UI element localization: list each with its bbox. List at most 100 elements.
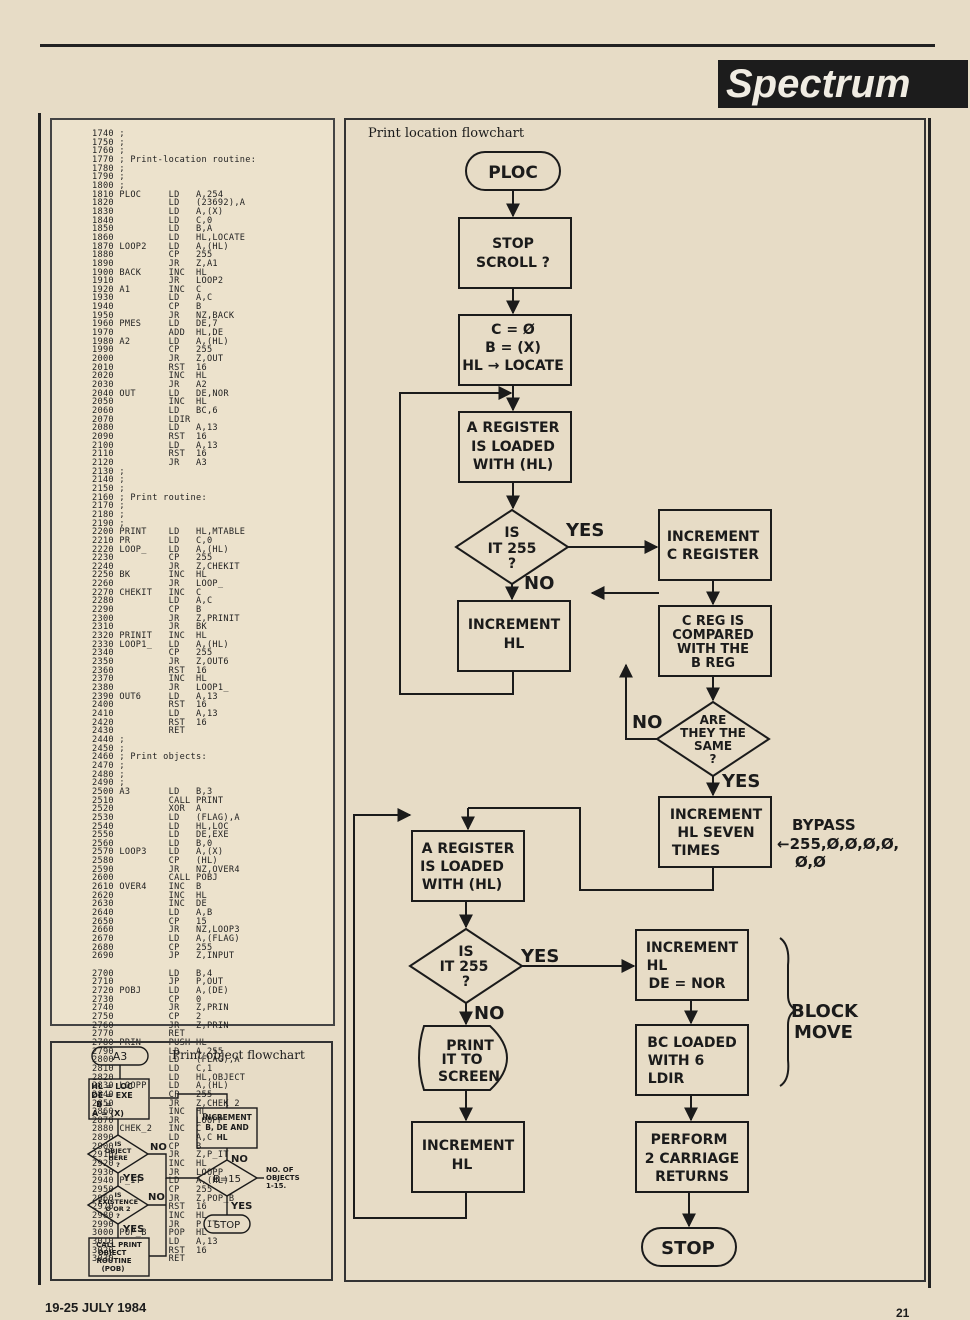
listing-line: 2420 RST 16 xyxy=(92,717,207,728)
issue-date: 19-25 JULY 1984 xyxy=(45,1300,147,1315)
listing-line: 2470 ; xyxy=(92,760,125,771)
page-number: 21 xyxy=(896,1306,910,1320)
listing-line: 2640 LD A,B xyxy=(92,908,213,919)
listing-line: 2320 PRINIT INC HL xyxy=(92,631,207,642)
listing-line: 2760 JR Z,PRIN xyxy=(92,1020,229,1031)
listing-line: 2170 ; xyxy=(92,501,125,512)
left-frame-rule xyxy=(38,113,41,1285)
listing-line: 2240 JR Z,CHEKIT xyxy=(92,561,240,572)
listing-line: 2190 ; xyxy=(92,518,125,529)
listing-line: 2390 OUT6 LD A,13 xyxy=(92,691,218,702)
listing-line: 2550 LD DE,EXE xyxy=(92,830,229,841)
listing-line: 1980 A2 LD A,(HL) xyxy=(92,336,229,347)
listing-line: 3000 POP_B POP HL xyxy=(92,1228,207,1239)
listing-line: 2500 A3 LD B,3 xyxy=(92,786,213,797)
listing-line: 2680 CP 255 xyxy=(92,942,213,953)
listing-line: 2770 RET xyxy=(92,1029,186,1040)
listing-line: 2330 LOOP1_ LD A,(HL) xyxy=(92,639,229,650)
listing-line: 1770 ; Print-location routine: xyxy=(92,154,257,165)
print-object-flowchart-panel xyxy=(50,1041,333,1281)
listing-line: 2010 RST 16 xyxy=(92,362,207,373)
listing-line: 2160 ; Print routine: xyxy=(92,492,207,503)
listing-line: 1890 JR Z,A1 xyxy=(92,258,218,269)
listing-line: 2620 INC HL xyxy=(92,890,207,901)
listing-line: 2630 INC DE xyxy=(92,899,207,910)
listing-line: 2430 RET xyxy=(92,726,186,737)
listing-line: 1850 LD B,A xyxy=(92,224,213,235)
code-listing-panel: 1740 ;1750 ;1760 ;1770 ; Print-location … xyxy=(50,118,335,1263)
listing-line: 2050 INC HL xyxy=(92,397,207,408)
listing-line: 2280 LD A,C xyxy=(92,596,213,607)
listing-line: 2580 CP (HL) xyxy=(92,856,218,867)
listing-line: 2530 LD (FLAG),A xyxy=(92,812,240,823)
listing-line: 2340 CP 255 xyxy=(92,648,213,659)
listing-line: 2060 LD BC,6 xyxy=(92,406,218,416)
print-location-flowchart-panel xyxy=(344,118,926,1282)
listing-line: 1960 PMES LD DE,7 xyxy=(92,319,218,330)
listing-line: 2650 CP 15 xyxy=(92,916,207,927)
listing-line: 2750 CP 2 xyxy=(92,1011,202,1022)
listing-line: 2810 LD C,1 xyxy=(92,1063,213,1074)
listing-line: 2570 LOOP3 LD A,(X) xyxy=(92,847,224,858)
listing-line: 2220 LOOP_ LD A,(HL) xyxy=(92,544,229,555)
listing-line: 1830 LD A,(X) xyxy=(92,206,224,217)
listing-line: 2600 CALL POBJ xyxy=(92,873,218,884)
listing-line: 2120 JR A3 xyxy=(92,457,207,468)
listing-line: 2460 ; Print objects: xyxy=(92,752,207,763)
listing-line: 2720 POBJ LD A,(DE) xyxy=(92,985,229,996)
listing-line: 1880 CP 255 xyxy=(92,250,213,261)
listing-line: 2230 CP 255 xyxy=(92,553,213,564)
listing-line: 1930 LD A,C xyxy=(92,293,213,304)
listing-line: 2690 JP Z,INPUT xyxy=(92,951,235,962)
listing-line: 2540 LD HL,LOC xyxy=(92,821,229,832)
listing-line: 2000 JR Z,OUT xyxy=(92,354,224,365)
listing-line: 1900 BACK INC HL xyxy=(92,267,207,278)
listing-line: 1910 JR LOOP2 xyxy=(92,276,224,287)
listing-line: 1740 ; xyxy=(92,129,125,139)
listing-line: 1820 LD (23692),A xyxy=(92,198,246,209)
listing-line: 1870 LOOP2 LD A,(HL) xyxy=(92,241,229,252)
listing-line: 2100 LD A,13 xyxy=(92,440,218,451)
listing-line: 2150 ; xyxy=(92,483,125,494)
listing-line: 2080 LD A,13 xyxy=(92,423,218,434)
listing-line: 1810 PLOC LD A,254 xyxy=(92,189,224,200)
listing-line: 2210 PR LD C,0 xyxy=(92,535,213,546)
listing-line: 2290 CP B xyxy=(92,605,202,616)
listing-line: 2490 ; xyxy=(92,778,125,789)
listing-line: 1950 JR NZ,BACK xyxy=(92,310,235,321)
listing-line: 2660 JR NZ,LOOP3 xyxy=(92,925,240,936)
listing-line: 1920 A1 INC C xyxy=(92,284,202,295)
listing-line: 2090 RST 16 xyxy=(92,431,207,442)
listing-line: 2400 RST 16 xyxy=(92,700,207,711)
listing-line: 2710 JP P,OUT xyxy=(92,977,224,988)
listing-line: 1760 ; xyxy=(92,146,125,157)
listing-line: 2440 ; xyxy=(92,734,125,745)
right-frame-rule xyxy=(928,118,931,1288)
listing-line: 1790 ; xyxy=(92,172,125,183)
listing-line: 2510 CALL PRINT xyxy=(92,795,224,806)
listing-line: 2350 JR Z,OUT6 xyxy=(92,657,229,668)
listing-line: 2560 LD B,0 xyxy=(92,838,213,849)
listing-line: 2270 CHEKIT INC C xyxy=(92,587,202,598)
listing-line: 2260 JR LOOP_ xyxy=(92,579,224,590)
listing-line: 2140 ; xyxy=(92,475,125,486)
listing-line: 2040 OUT LD DE,NOR xyxy=(92,388,229,399)
listing-line: 1840 LD C,0 xyxy=(92,215,213,226)
listing-line: 1780 ; xyxy=(92,163,125,174)
listing-line: 2380 JR LOOP1_ xyxy=(92,683,229,693)
listing-line: 2410 LD A,13 xyxy=(92,708,218,719)
listing-line: 2180 ; xyxy=(92,509,125,520)
listing-line: 2820 LD HL,OBJECT xyxy=(92,1072,246,1083)
listing-line: 2370 INC HL xyxy=(92,674,207,685)
listing-line: 1750 ; xyxy=(92,137,125,148)
listing-line: 1990 CP 255 xyxy=(92,345,213,356)
listing-line: 1860 LD HL,LOCATE xyxy=(92,232,246,243)
listing-line: 2480 ; xyxy=(92,769,125,780)
listing-line: 2450 ; xyxy=(92,743,125,754)
listing-line: 2730 CP 0 xyxy=(92,994,202,1005)
listing-line: 2070 LDIR xyxy=(92,414,191,425)
listing-line: 2360 RST 16 xyxy=(92,665,207,676)
listing-line: 2670 LD A,(FLAG) xyxy=(92,934,240,945)
listing-line: 1800 ; xyxy=(92,180,125,191)
listing-line: 2130 ; xyxy=(92,466,125,477)
